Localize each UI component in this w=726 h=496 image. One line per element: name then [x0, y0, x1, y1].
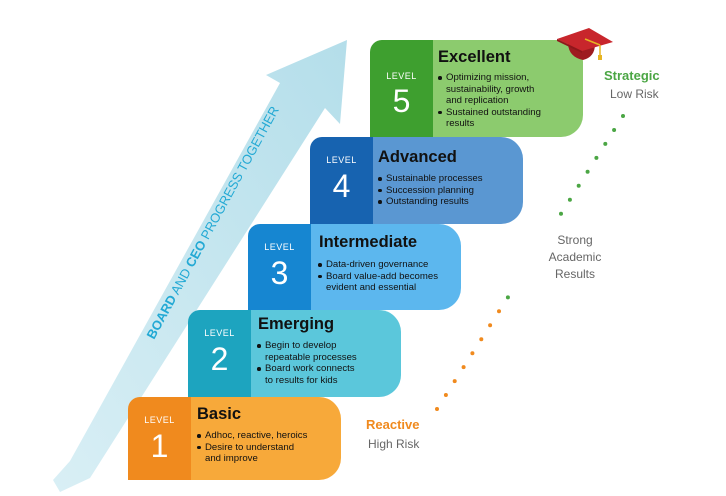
- level-4-label: LEVEL: [326, 155, 357, 165]
- level-4-bullet: Outstanding results: [378, 196, 483, 208]
- mid-line: Academic: [548, 250, 602, 264]
- level-5-bullet: Optimizing mission,: [438, 72, 541, 84]
- mid-line: Strong: [557, 233, 593, 247]
- scale-dot: [435, 407, 439, 411]
- level-5-number: 5: [392, 83, 411, 119]
- level-2-bullet: Begin to develop: [257, 340, 357, 352]
- level-4-tile: LEVEL 4: [310, 137, 373, 224]
- level-5-bullet: Sustained outstanding: [438, 107, 541, 119]
- level-5-tile: LEVEL 5: [370, 40, 433, 137]
- level-1-title: Basic: [197, 405, 242, 423]
- scale-dot: [585, 169, 590, 174]
- scale-dot: [452, 379, 457, 384]
- scale-dot: [612, 128, 617, 132]
- level-2-bullet: Board work connects: [257, 363, 357, 375]
- level-2-number: 2: [210, 341, 229, 377]
- level-2-bullets: Begin to develop repeatable processes Bo…: [257, 340, 357, 386]
- level-3-bullet-cont: evident and essential: [326, 282, 417, 294]
- level-3-panel: Intermediate Data-driven governance Boar…: [311, 224, 461, 310]
- arrow-shape: [53, 40, 347, 492]
- reactive-label: Reactive: [366, 417, 420, 432]
- level-4-number: 4: [332, 168, 351, 204]
- high-risk-label: High Risk: [368, 437, 420, 451]
- scale-dot: [603, 141, 608, 146]
- scale-dot: [594, 155, 599, 160]
- mid-line: Results: [554, 267, 595, 281]
- level-4-bullets: Sustainable processes Succession plannin…: [378, 173, 483, 208]
- graduation-cap-icon: [557, 28, 613, 60]
- scale-dot: [443, 393, 448, 397]
- level-2-panel: Emerging Begin to develop repeatable pro…: [251, 310, 401, 397]
- level-2-title: Emerging: [258, 315, 335, 333]
- scale-dot: [576, 183, 581, 188]
- level-5-bullet-cont: sustainability, growth: [446, 83, 535, 95]
- scale-dot: [567, 197, 572, 202]
- level-5-panel: Excellent Optimizing mission, sustainabi…: [433, 40, 583, 137]
- level-5-label: LEVEL: [386, 71, 417, 81]
- level-1-bullet: Desire to understand: [197, 442, 307, 454]
- level-2-tile: LEVEL 2: [188, 310, 251, 397]
- scale-dot: [497, 309, 501, 314]
- scale-dot: [461, 365, 466, 370]
- strong-academic-results-label: Strong Academic Results: [540, 232, 610, 283]
- low-risk-label: Low Risk: [610, 87, 659, 101]
- scale-dot: [470, 351, 475, 356]
- scale-dot: [488, 323, 493, 328]
- scale-dot: [479, 337, 484, 342]
- level-4-panel: Advanced Sustainable processes Successio…: [373, 137, 523, 224]
- level-3-bullets: Data-driven governance Board value-add b…: [318, 259, 438, 294]
- level-1-bullet-cont: and improve: [205, 453, 258, 465]
- level-3-tile: LEVEL 3: [248, 224, 311, 310]
- level-5-title: Excellent: [438, 48, 511, 66]
- level-1-bullet: Adhoc, reactive, heroics: [197, 430, 307, 442]
- level-1-number: 1: [150, 428, 169, 464]
- scale-dot: [621, 114, 625, 118]
- level-4-title: Advanced: [378, 148, 457, 166]
- level-5-bullet-cont: and replication: [446, 95, 509, 107]
- level-2-bullet-cont: to results for kids: [265, 374, 338, 386]
- scale-dot: [505, 295, 510, 300]
- strategic-label: Strategic: [604, 68, 660, 83]
- scale-dot: [559, 211, 563, 216]
- level-1-bullets: Adhoc, reactive, heroics Desire to under…: [197, 430, 307, 465]
- level-3-title: Intermediate: [319, 233, 418, 251]
- level-3-bullet: Board value-add becomes: [318, 271, 438, 283]
- level-1-panel: Basic Adhoc, reactive, heroics Desire to…: [191, 397, 341, 480]
- level-2-label: LEVEL: [204, 328, 235, 338]
- level-3-bullet: Data-driven governance: [318, 259, 438, 271]
- level-1-tile: LEVEL 1: [128, 397, 191, 480]
- level-4-bullet: Sustainable processes: [378, 173, 483, 185]
- level-5-bullet-cont: results: [446, 118, 475, 130]
- level-2-bullet-cont: repeatable processes: [265, 351, 357, 363]
- level-3-label: LEVEL: [264, 242, 295, 252]
- level-4-bullet: Succession planning: [378, 185, 483, 197]
- level-3-number: 3: [270, 255, 289, 291]
- level-1-label: LEVEL: [144, 415, 175, 425]
- level-5-bullets: Optimizing mission, sustainability, grow…: [438, 72, 541, 130]
